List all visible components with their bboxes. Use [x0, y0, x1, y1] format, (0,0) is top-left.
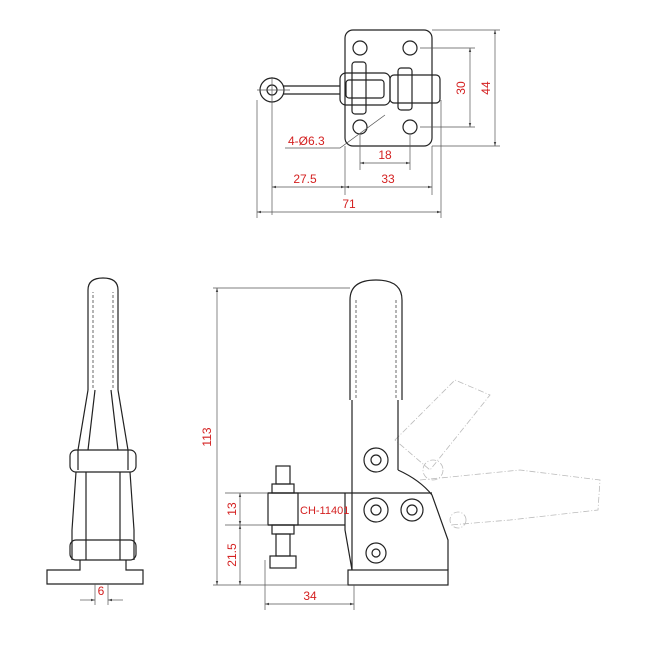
dim-reach: 34 — [303, 589, 317, 603]
dim-thickness: 6 — [98, 584, 105, 598]
mounting-holes — [352, 40, 418, 135]
dim-overall-height: 113 — [200, 427, 214, 446]
clamp-body — [351, 400, 399, 570]
front-base — [347, 569, 449, 586]
dim-spindle-height: 13 — [225, 502, 239, 516]
spindle-bolt — [267, 465, 299, 569]
dim-hole-spacing-y: 30 — [454, 81, 468, 95]
front-view: 113 13 21.5 34 CH-11401 — [200, 279, 601, 610]
model-label: CH-11401 — [300, 505, 349, 517]
hole-callout: 4-Ø6.3 — [288, 134, 325, 148]
slot-arm — [389, 74, 441, 104]
phantom-open-handle — [394, 379, 601, 529]
front-handle-grip — [349, 279, 403, 400]
dim-plate-height: 44 — [479, 81, 493, 95]
dim-eye-offset: 27.5 — [293, 172, 317, 186]
dim-hole-spacing-x: 18 — [378, 148, 392, 162]
base-plate — [344, 29, 433, 147]
side-base — [46, 560, 144, 585]
side-view: 6 — [46, 277, 144, 605]
top-view: 30 44 18 27.5 33 71 4-Ø6.3 — [256, 29, 500, 218]
dim-overall-length: 71 — [342, 197, 356, 211]
handle-grip — [87, 277, 119, 390]
dim-base-to-arm: 21.5 — [225, 543, 239, 567]
handle-rod — [283, 85, 340, 95]
center-block — [339, 72, 391, 106]
dim-plate-width: 33 — [381, 172, 395, 186]
